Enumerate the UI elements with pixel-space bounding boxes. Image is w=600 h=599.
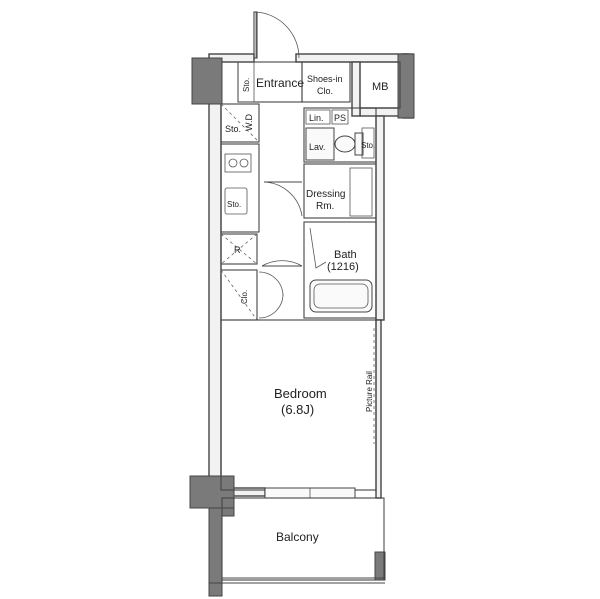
clo-label: Clo. xyxy=(240,290,249,304)
dressing-cabinet xyxy=(349,167,373,217)
dressing-room xyxy=(303,163,377,219)
ps-shaft xyxy=(331,109,349,125)
closet-door-swing[interactable] xyxy=(258,271,284,297)
bathtub xyxy=(309,279,373,313)
hall-door-swing[interactable] xyxy=(261,260,303,267)
column-mb-corner xyxy=(397,53,415,119)
entrance-storage xyxy=(237,61,255,103)
bath-label: Bath xyxy=(334,249,357,261)
bath-door[interactable] xyxy=(309,227,327,269)
burner-1 xyxy=(228,158,238,168)
picture-rail-label: Picture Rail xyxy=(365,371,374,412)
entrance-door-swing[interactable] xyxy=(255,11,300,59)
ps-label: PS xyxy=(334,113,346,123)
entrance-sto-label: Sto. xyxy=(242,78,251,92)
toilet-tank xyxy=(354,132,364,156)
top-wall-right xyxy=(295,53,409,63)
toilet-sto-label: Sto. xyxy=(361,141,375,150)
linen-cabinet xyxy=(305,109,331,125)
balcony-label: Balcony xyxy=(276,530,319,544)
lin-label: Lin. xyxy=(309,113,324,123)
kitchen-sto-label: Sto. xyxy=(227,200,241,209)
bath-size-label: (1216) xyxy=(327,261,359,273)
refrigerator-diagonal-1 xyxy=(220,233,258,265)
stove-top xyxy=(224,153,252,173)
toilet-storage xyxy=(361,127,375,159)
right-wall-upper xyxy=(375,115,385,321)
shoes-in-closet xyxy=(301,61,351,103)
column-bottom-left xyxy=(189,475,235,509)
left-exterior-wall xyxy=(208,57,222,491)
toilet-room xyxy=(303,107,377,163)
bathtub-inner xyxy=(313,283,369,309)
storage-diagonal xyxy=(220,103,260,143)
lav-label: Lav. xyxy=(309,142,325,152)
mb-box xyxy=(359,61,401,109)
mb-label: MB xyxy=(372,81,389,93)
left-storage-block xyxy=(220,103,260,143)
burner-2 xyxy=(239,158,249,168)
toilet-bowl xyxy=(334,135,356,153)
dressing-label-1: Dressing xyxy=(306,189,345,200)
lavatory-counter xyxy=(305,127,335,161)
shoes-in-clo-label-1: Shoes-in xyxy=(307,74,343,84)
refrigerator-label: R xyxy=(234,245,241,255)
kitchen-counter xyxy=(220,143,260,233)
right-wall-bedroom xyxy=(375,319,382,499)
wd-label: W.D xyxy=(244,114,254,131)
shoes-in-clo-label-2: Clo. xyxy=(317,86,333,96)
entrance-label: Entrance xyxy=(256,76,304,90)
entrance-door-leaf[interactable] xyxy=(253,11,258,59)
closet-diagonal xyxy=(220,269,258,321)
column-top-left xyxy=(191,57,223,105)
sink xyxy=(224,187,248,215)
bedroom-size-label: (6.8J) xyxy=(281,402,314,417)
bath-room xyxy=(303,221,377,319)
bedroom-label: Bedroom xyxy=(274,386,327,401)
closet-door-swing-2[interactable] xyxy=(258,293,284,319)
dressing-door-swing[interactable] xyxy=(263,181,303,217)
dressing-label-2: Rm. xyxy=(316,201,334,212)
refrigerator xyxy=(220,233,258,265)
left-sto-label: Sto. xyxy=(225,124,241,134)
refrigerator-diagonal-2 xyxy=(220,233,258,265)
